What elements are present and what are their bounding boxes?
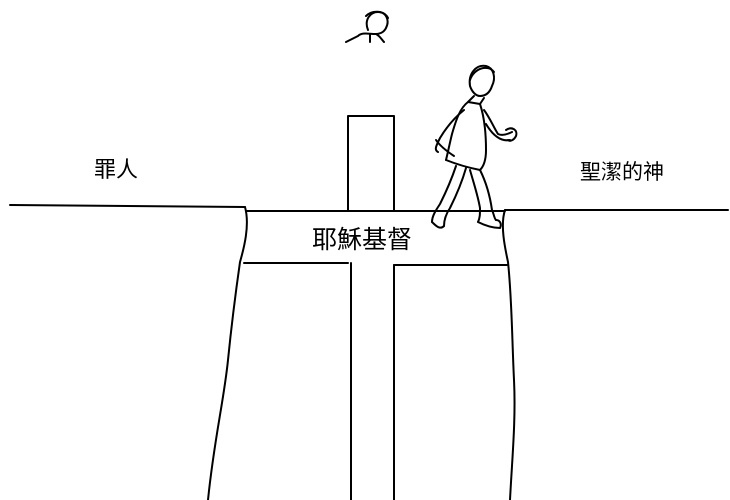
sinner-label: 罪人 [94,158,139,183]
walking-man-icon [431,64,518,229]
person-bust-icon [345,10,389,43]
right-cliff [501,209,729,500]
jesus-christ-label: 耶穌基督 [312,225,413,254]
cross-bridge [243,115,508,500]
left-cliff [9,204,248,500]
holy-god-label: 聖潔的神 [580,160,664,184]
